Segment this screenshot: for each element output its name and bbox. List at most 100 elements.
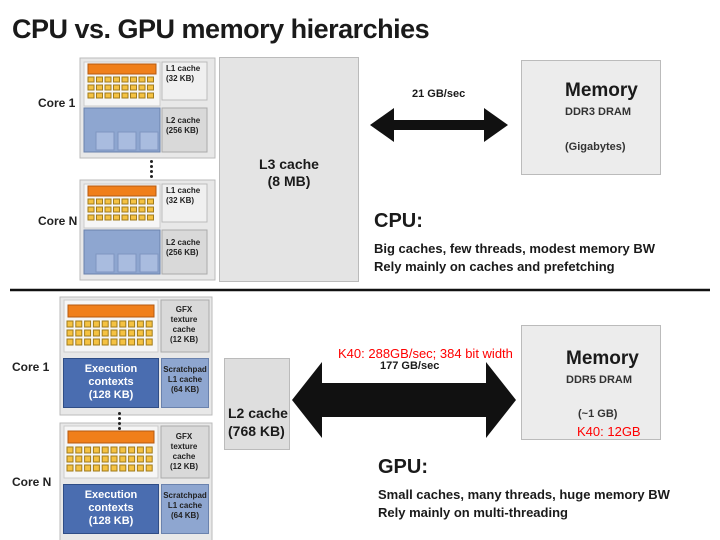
gpu-core1-alu-cell: [101, 329, 109, 337]
cpu-heading: CPU:: [374, 210, 423, 232]
cpu-coreN-l1-cell: [96, 206, 103, 213]
gpu-core1-alu-cell: [110, 320, 118, 328]
cpu-memory-title: Memory: [565, 80, 638, 101]
gpu-core1-alu-cell: [119, 320, 127, 328]
gpu-bandwidth-arrow-left-head: [292, 362, 322, 438]
cpu-coreN-l1-cell: [104, 206, 112, 213]
gpu-coreN-alu-cell: [136, 455, 144, 463]
cpu-l3-cache-box: [219, 57, 359, 282]
gpu-core-ellipsis: [118, 412, 121, 432]
gpu-core1-alu-cell: [66, 338, 74, 346]
gpu-l2-label: L2 cache(768 KB): [228, 405, 288, 439]
gpu-coreN-alu-cell: [84, 464, 92, 472]
cpu-coreN-l2-cell: [95, 253, 115, 273]
gpu-coreN-alu-cell: [136, 464, 144, 472]
gpu-coreN-alu-cell: [84, 446, 92, 454]
cpu-core1-l1-cell: [147, 76, 154, 83]
cpu-coreN-l1-cell: [87, 214, 95, 221]
cpu-coreN-l1-cell: [130, 214, 137, 221]
cpu-coreN-l1-cell: [130, 206, 137, 213]
gpu-core1-alu-cell: [136, 338, 144, 346]
cpu-coreN-l1-box: [161, 183, 208, 223]
gpu-core1-alu-cell: [92, 329, 100, 337]
gpu-core1-alu-cell: [145, 329, 153, 337]
gpu-core1-alu-cell: [128, 338, 136, 346]
cpu-core1-l2-cell: [139, 131, 159, 151]
gpu-memory-title: Memory: [566, 348, 639, 369]
cpu-core1-l1-box: [161, 61, 208, 101]
cpu-coreN-l1-cell: [96, 214, 103, 221]
cpu-coreN-l1-cell: [121, 198, 129, 205]
gpu-core1-alu-cell: [101, 320, 109, 328]
gpu-core1-alu-cell: [119, 338, 127, 346]
cpu-core1-l1-cell: [96, 92, 103, 99]
cpu-coreN-l1-cell: [113, 206, 120, 213]
cpu-coreN-l1-cell: [147, 214, 154, 221]
gpu-description: Small caches, many threads, huge memory …: [378, 487, 670, 520]
cpu-coreN-l1-cell: [147, 198, 154, 205]
cpu-coreN-l1-cell: [113, 198, 120, 205]
gpu-coreN-alu-cell: [92, 446, 100, 454]
cpu-description: Big caches, few threads, modest memory B…: [374, 241, 656, 274]
gpu-core1-alu-cell: [145, 320, 153, 328]
gpu-coreN-alu-cell: [75, 455, 83, 463]
gpu-core1-orange-bar: [67, 304, 155, 318]
gpu-coreN-alu-cell: [66, 464, 74, 472]
cpu-bandwidth-label: 21 GB/sec: [412, 88, 466, 100]
cpu-core1-l1-cell: [113, 76, 120, 83]
gpu-l2-cache-box: [224, 358, 290, 450]
cpu-core1-l1-cell: [96, 84, 103, 91]
cpu-core1-l1-cell: [147, 92, 154, 99]
cpu-coreN-l1-cell: [104, 198, 112, 205]
cpu-core1-l1-cell: [147, 84, 154, 91]
cpu-coreN-l2-cell: [117, 253, 137, 273]
cpu-core1-l1-label: L1 cache(32 KB): [166, 64, 201, 83]
cpu-coreN-l2-box: [161, 229, 208, 275]
gpu-core1-gfx-box: [160, 299, 210, 353]
cpu-coreN-l1-cell: [147, 206, 154, 213]
gpu-coreN-alu-cell: [119, 446, 127, 454]
cpu-coreN-orange-bar: [87, 185, 157, 197]
gpu-core1-alu-cell: [92, 320, 100, 328]
cpu-coreN-l1-cell: [113, 214, 120, 221]
gpu-core1-alu-cell: [66, 320, 74, 328]
gpu-core1-alu-cell: [101, 338, 109, 346]
cpu-coreN-l1-cell: [87, 206, 95, 213]
cpu-core1-l2-label: L2 cache(256 KB): [166, 116, 201, 135]
gpu-coreN-alu-cell: [92, 455, 100, 463]
cpu-core1-l1-cell: [138, 84, 146, 91]
cpu-coreN-l1-cell: [104, 214, 112, 221]
gpu-coreN-label: Core N: [12, 475, 52, 489]
gpu-coreN-alu-cell: [75, 446, 83, 454]
cpu-core1-l1-cell: [130, 76, 137, 83]
cpu-bandwidth-arrow-right-head: [484, 108, 508, 142]
cpu-core1-l1-cell: [96, 76, 103, 83]
gpu-core1-alu-cell: [128, 329, 136, 337]
gpu-core1-alu-cell: [110, 338, 118, 346]
cpu-core1-l1-cell: [87, 76, 95, 83]
cpu-core1-l1-cell: [130, 84, 137, 91]
gpu-core1-alu-cell: [66, 329, 74, 337]
gpu-coreN-alu-cell: [92, 464, 100, 472]
cpu-memory-box: [521, 60, 661, 175]
cpu-core1-l1-cell: [121, 84, 129, 91]
gpu-heading: GPU:: [378, 456, 428, 478]
k40-bandwidth-annotation: K40: 288GB/sec; 384 bit width: [338, 346, 513, 361]
cpu-core1-l1-cell: [138, 76, 146, 83]
gpu-memory-box: [521, 325, 661, 440]
gpu-coreN-alu-cell: [128, 446, 136, 454]
cpu-coreN-l1-label: L1 cache(32 KB): [166, 186, 201, 205]
cpu-core1-orange-bar: [87, 63, 157, 75]
cpu-core1-l1-cell: [87, 92, 95, 99]
gpu-core1-alu-cell: [128, 320, 136, 328]
slide-title: CPU vs. GPU memory hierarchies: [12, 14, 430, 44]
gpu-coreN-alu-cell: [145, 455, 153, 463]
gpu-coreN-alu-cell: [66, 455, 74, 463]
cpu-coreN-l1-cell: [121, 214, 129, 221]
